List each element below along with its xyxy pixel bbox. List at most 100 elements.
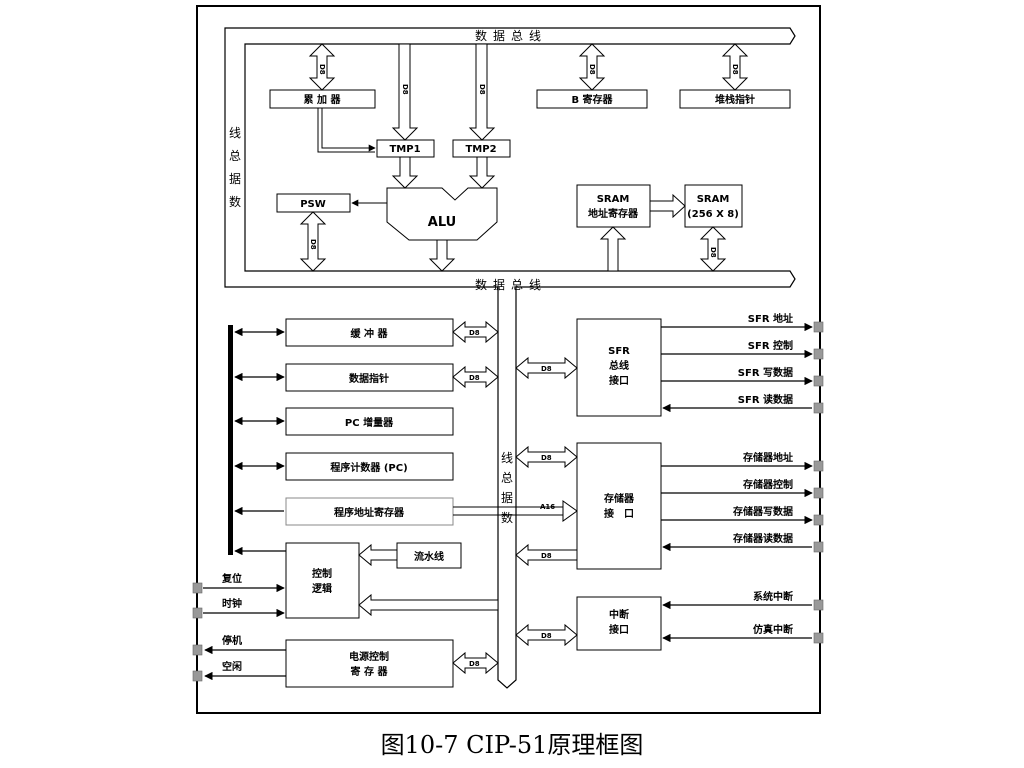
acc-tmp1-line xyxy=(321,108,376,152)
svg-text:SFR 写数据: SFR 写数据 xyxy=(738,366,793,379)
svg-text:D8: D8 xyxy=(478,84,486,95)
sfr-label-3: 接口 xyxy=(609,374,629,387)
right-bus-width-labels: D8 D8 D8 D8 xyxy=(541,365,552,640)
svg-text:仿真中断: 仿真中断 xyxy=(753,623,793,636)
bus-tmp2-arrow xyxy=(468,43,496,141)
b-register-label: B 寄存器 xyxy=(571,93,613,106)
svg-text:D8: D8 xyxy=(309,239,317,250)
sfr-label-1: SFR xyxy=(608,346,630,357)
a16-label: A16 xyxy=(540,503,555,511)
pin-stop xyxy=(192,644,203,656)
pin-sfr-addr xyxy=(813,321,824,333)
pipeline-control-arrow xyxy=(358,543,398,567)
buffer-bus-arrow xyxy=(452,320,499,344)
svg-text:D8: D8 xyxy=(541,365,552,373)
svg-text:时钟: 时钟 xyxy=(222,597,242,610)
svg-text:D8: D8 xyxy=(588,64,596,75)
left-vertical-bar xyxy=(228,325,233,555)
accumulator-label: 累 加 器 xyxy=(304,93,342,106)
sram-label-1: SRAM xyxy=(697,194,730,205)
upper-data-bus xyxy=(224,27,796,288)
bus-control-arrow xyxy=(358,593,499,617)
mem-bus-arrow xyxy=(515,543,578,567)
svg-text:D8: D8 xyxy=(401,84,409,95)
tmp2-label: TMP2 xyxy=(465,144,496,155)
sfr-label-2: 总线 xyxy=(609,359,629,372)
tmp1-label: TMP1 xyxy=(389,144,420,155)
svg-text:系统中断: 系统中断 xyxy=(753,590,793,603)
left-bus-width-labels: D8 D8 D8 xyxy=(469,329,480,668)
svg-text:总: 总 xyxy=(229,149,241,163)
svg-text:复位: 复位 xyxy=(221,572,242,585)
svg-text:存储器地址: 存储器地址 xyxy=(743,451,793,464)
svg-text:D8: D8 xyxy=(541,632,552,640)
bus-vertical-label: 线 总 据 数 xyxy=(501,451,513,525)
pin-mem-addr xyxy=(813,460,824,472)
pin-mem-write xyxy=(813,514,824,526)
pin-sfr-write xyxy=(813,375,824,387)
program-counter-label: 程序计数器 (PC) xyxy=(330,461,407,474)
right-signal-labels: SFR 地址 SFR 控制 SFR 写数据 SFR 读数据 存储器地址 存储器控… xyxy=(733,312,793,636)
sram-block xyxy=(684,184,743,228)
control-logic-label-2: 逻辑 xyxy=(312,582,332,595)
svg-text:SFR 控制: SFR 控制 xyxy=(748,339,793,352)
svg-text:线: 线 xyxy=(501,451,513,465)
svg-text:D8: D8 xyxy=(709,247,717,258)
tmp1-alu-arrow xyxy=(391,156,419,189)
upper-bus-width-labels: D8 D8 D8 D8 D8 D8 D8 xyxy=(309,64,739,258)
pipeline-block xyxy=(396,542,462,569)
bus-sfr-arrow xyxy=(515,356,578,380)
sram-address-label-2: 地址寄存器 xyxy=(588,207,639,220)
sram-addr-sram-arrow xyxy=(649,193,686,219)
svg-text:总: 总 xyxy=(501,471,513,485)
bus-tmp1-arrow xyxy=(391,43,419,141)
alu-bus-arrow xyxy=(428,239,456,272)
int-label-1: 中断 xyxy=(609,608,629,621)
svg-text:数: 数 xyxy=(229,194,241,209)
alu-label: ALU xyxy=(428,215,456,230)
b-reg-bus-arrow xyxy=(578,43,606,91)
memory-interface-block xyxy=(576,442,662,570)
int-label-2: 接口 xyxy=(609,623,629,636)
svg-text:存储器控制: 存储器控制 xyxy=(743,478,793,491)
svg-text:据: 据 xyxy=(229,172,241,186)
pc-incrementer-block xyxy=(285,407,454,436)
control-logic-label-1: 控制 xyxy=(312,567,332,580)
pin-reset xyxy=(192,582,203,594)
data-pointer-block xyxy=(285,363,454,392)
pin-sfr-read xyxy=(813,402,824,414)
program-addr-reg-label: 程序地址寄存器 xyxy=(334,506,405,519)
datapointer-bus-arrow xyxy=(452,365,499,389)
svg-text:存储器写数据: 存储器写数据 xyxy=(733,505,793,518)
acc-tmp1-line-2 xyxy=(317,108,375,153)
svg-text:存储器读数据: 存储器读数据 xyxy=(733,532,793,545)
interrupt-interface-block xyxy=(576,596,662,651)
buffer-label: 缓 冲 器 xyxy=(350,327,389,340)
svg-text:D8: D8 xyxy=(469,329,480,337)
psw-label: PSW xyxy=(300,199,326,210)
control-logic-block xyxy=(285,542,360,619)
power-control-label-2: 寄 存 器 xyxy=(351,665,389,678)
program-counter-block xyxy=(285,452,454,481)
bus-int-arrow xyxy=(515,623,578,647)
data-pointer-label: 数据指针 xyxy=(349,372,389,385)
svg-text:空闲: 空闲 xyxy=(222,660,242,673)
sram-label-2: (256 X 8) xyxy=(687,209,739,220)
svg-text:D8: D8 xyxy=(318,64,326,75)
svg-text:D8: D8 xyxy=(469,660,480,668)
svg-text:D8: D8 xyxy=(541,454,552,462)
alu-block xyxy=(386,187,498,241)
svg-text:据: 据 xyxy=(501,491,513,505)
svg-text:D8: D8 xyxy=(469,374,480,382)
power-control-label-1: 电源控制 xyxy=(349,650,389,663)
power-control-block xyxy=(285,639,454,688)
pin-mem-ctrl xyxy=(813,487,824,499)
power-bus-arrow xyxy=(452,651,499,675)
svg-text:SFR 读数据: SFR 读数据 xyxy=(738,393,793,406)
sram-address-block xyxy=(576,184,651,228)
left-signal-labels: 复位 时钟 停机 空闲 xyxy=(221,572,242,673)
pin-mem-read xyxy=(813,541,824,553)
sram-address-label-1: SRAM xyxy=(597,194,630,205)
svg-text:停机: 停机 xyxy=(222,634,242,647)
